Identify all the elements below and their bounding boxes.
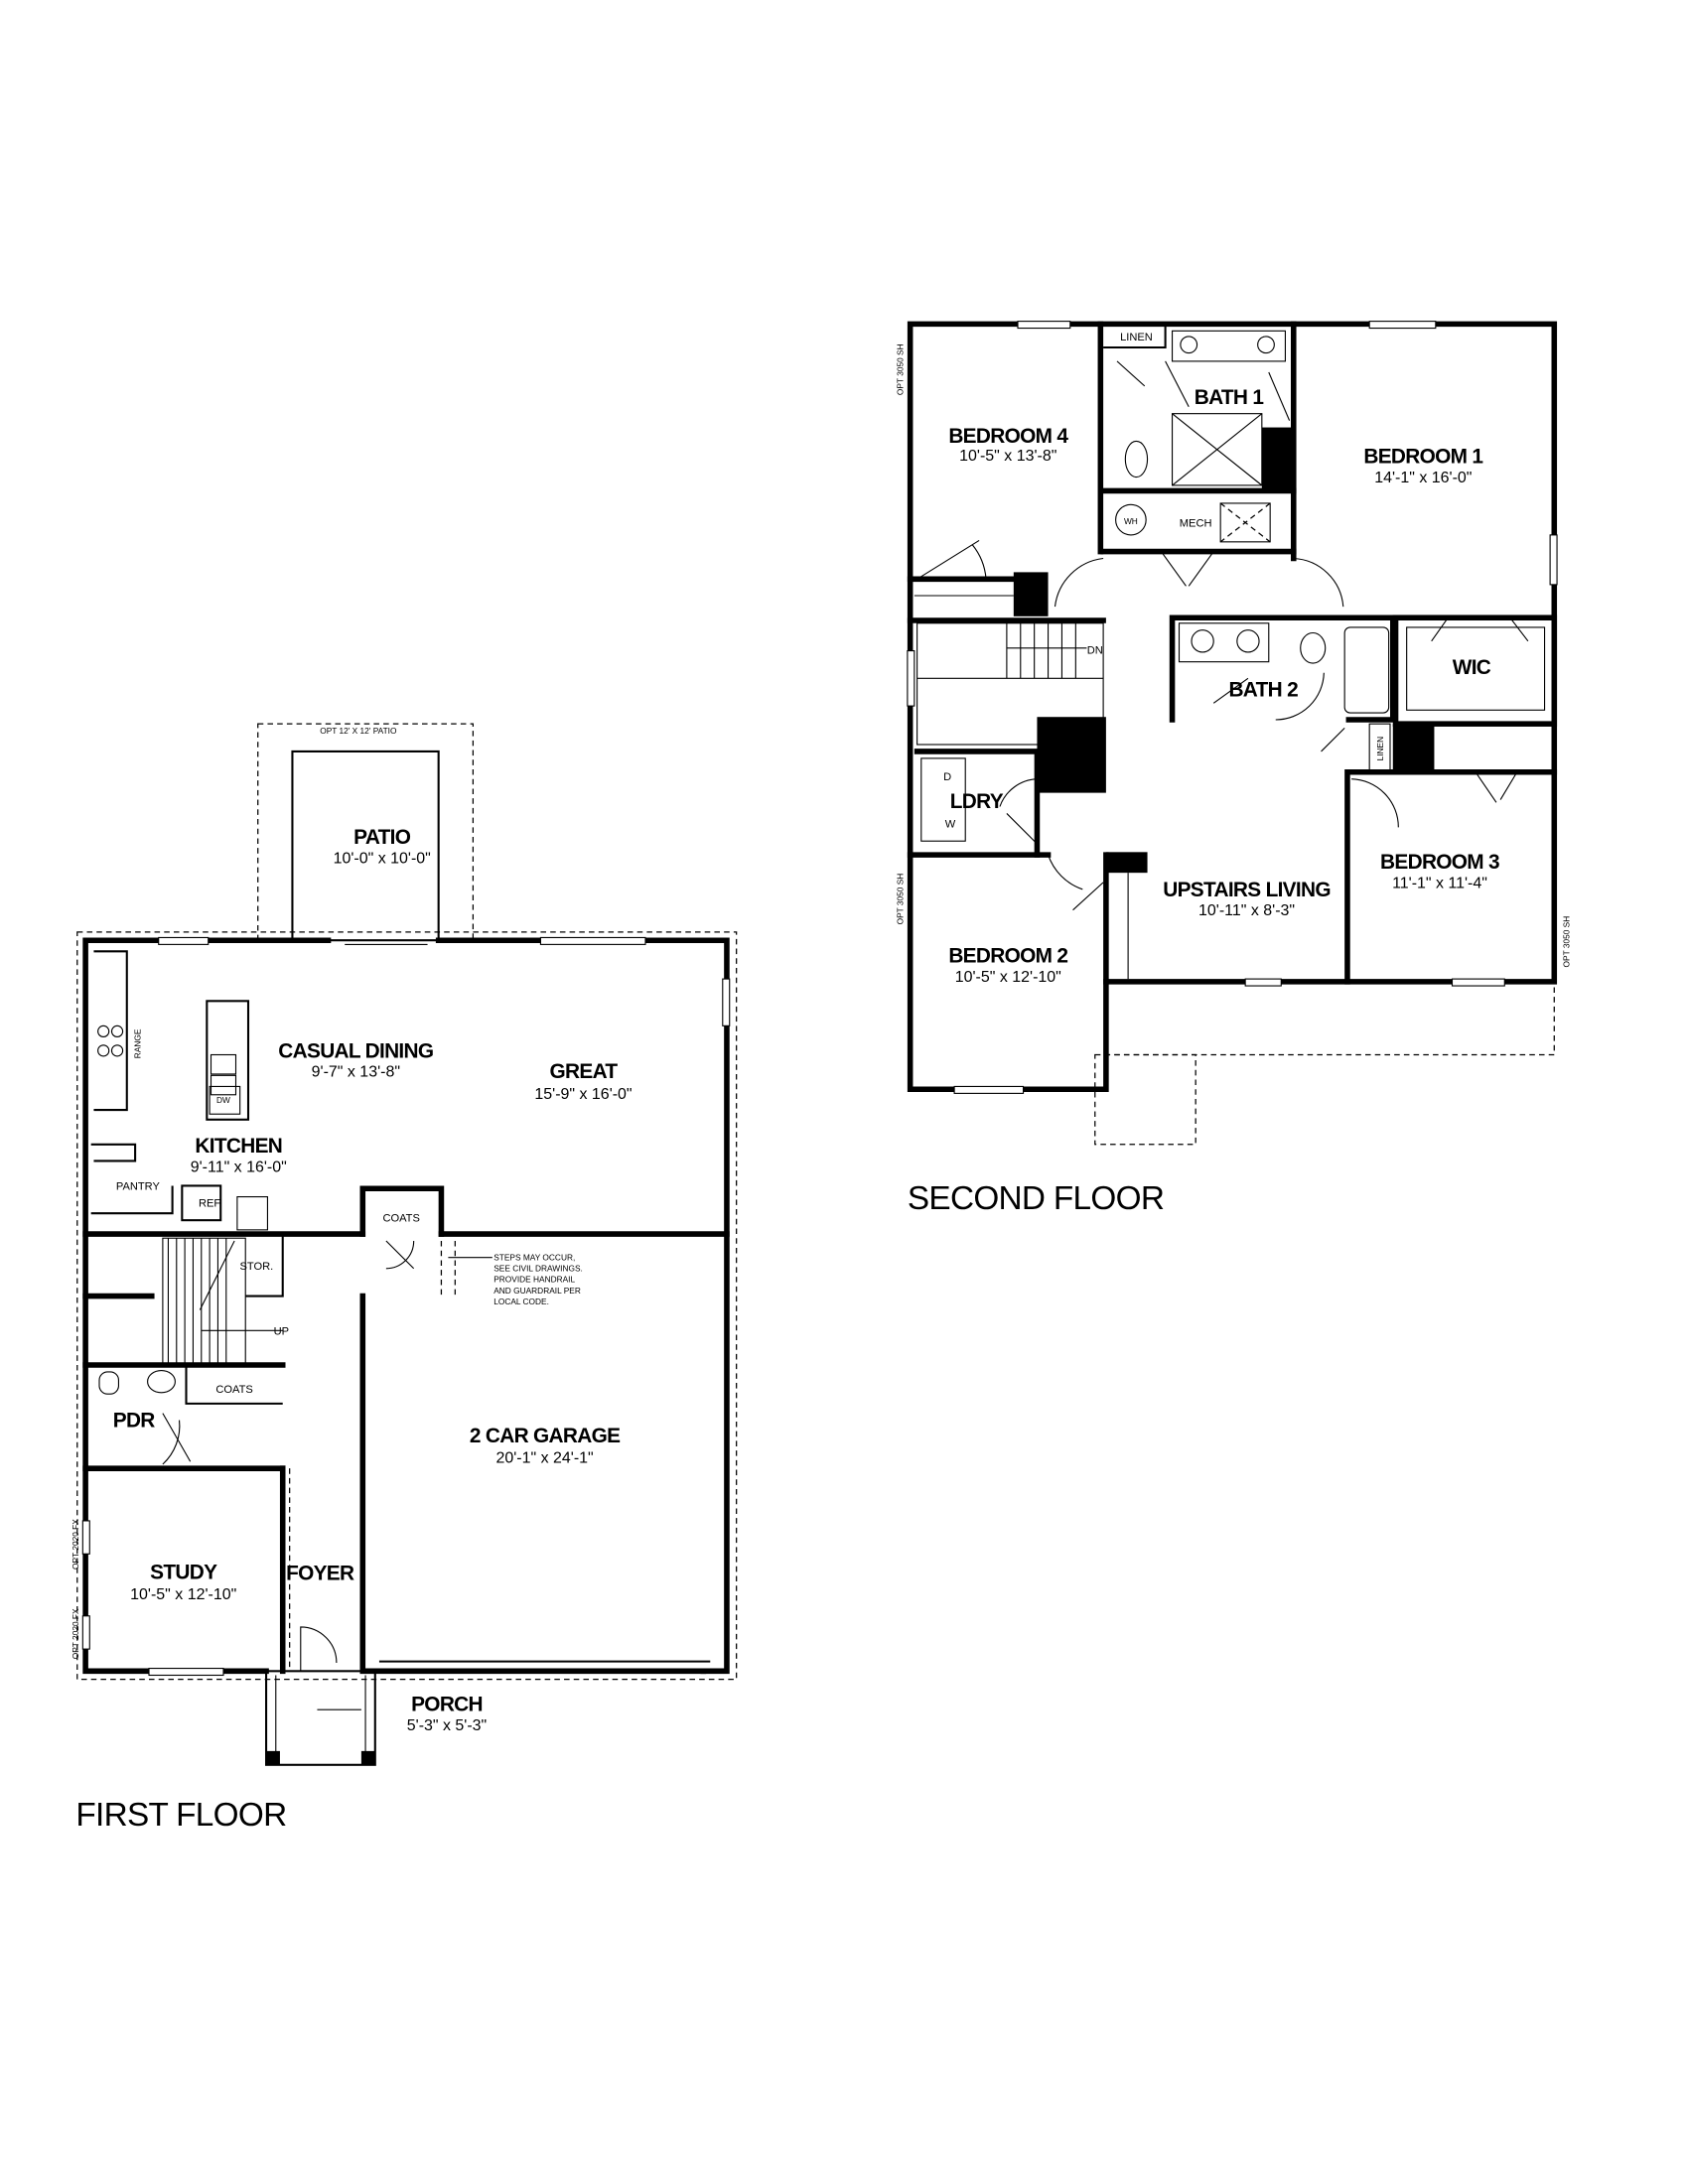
room-name-patio: PATIO (353, 826, 411, 849)
optional-patio-label: OPT 12' X 12' PATIO (320, 726, 397, 736)
room-dims-bedroom2: 10'-5" x 12'-10" (955, 969, 1061, 986)
room-dims-porch: 5'-3" x 5'-3" (407, 1717, 487, 1734)
svg-text:STEPS MAY OCCUR,: STEPS MAY OCCUR, (493, 1252, 575, 1262)
stairs (82, 1237, 283, 1366)
range-label: RANGE (133, 1028, 143, 1058)
ref-label: REF (199, 1197, 220, 1209)
steps-note: STEPS MAY OCCUR, SEE CIVIL DRAWINGS. PRO… (493, 1252, 583, 1305)
svg-text:PROVIDE HANDRAIL: PROVIDE HANDRAIL (493, 1275, 575, 1285)
optional-window-label: OPT 3050 SH (896, 874, 906, 925)
room-name-bedroom3: BEDROOM 3 (1380, 851, 1499, 874)
optional-window-label: OPT 3050 SH (1562, 916, 1572, 968)
second-floor-plan: LINEN WH MECH DN (896, 321, 1572, 1217)
room-dims-bedroom1: 14'-1" x 16'-0" (1374, 470, 1472, 486)
room-dims-bedroom4: 10'-5" x 13'-8" (959, 448, 1056, 465)
pantry-label: PANTRY (116, 1181, 161, 1193)
refrigerator (181, 1184, 222, 1222)
room-dims-patio: 10'-0" x 10'-0" (334, 850, 431, 867)
room-name-foyer: FOYER (286, 1563, 354, 1585)
room-name-bedroom2: BEDROOM 2 (948, 944, 1067, 967)
porch (265, 1626, 376, 1766)
patio-outline (291, 750, 440, 941)
room-dims-casual-dining: 9'-7" x 13'-8" (312, 1064, 400, 1081)
room-name-bedroom4: BEDROOM 4 (948, 425, 1068, 448)
water-heater-label: WH (1124, 516, 1138, 526)
room-dims-great: 15'-9" x 16'-0" (534, 1086, 632, 1103)
room-name-bath2: BATH 2 (1228, 678, 1298, 701)
dishwasher-label: DW (216, 1095, 230, 1105)
storage-label: STOR. (239, 1261, 273, 1273)
room-dims-bedroom3: 11'-1" x 11'-4" (1392, 875, 1487, 891)
optional-window-label: OPT 2020 FX (70, 1519, 80, 1570)
exterior-wall (907, 321, 1558, 1092)
room-name-great: GREAT (550, 1060, 619, 1083)
second-floor-title: SECOND FLOOR (908, 1180, 1164, 1217)
exterior-wall (435, 937, 730, 1675)
first-floor-plan: OPT 12' X 12' PATIO RANGE DW PANTRY REF (70, 723, 738, 1834)
washer-label: W (945, 818, 956, 830)
room-dims-garage: 20'-1" x 24'-1" (496, 1450, 594, 1467)
room-name-ldry: LDRY (950, 790, 1004, 813)
room-name-pdr: PDR (113, 1410, 156, 1433)
room-name-bath1: BATH 1 (1195, 386, 1264, 409)
optional-patio-outline (257, 723, 475, 941)
linen-label: LINEN (1375, 737, 1385, 761)
stairs-down-label: DN (1087, 644, 1103, 656)
room-name-garage: 2 CAR GARAGE (470, 1425, 621, 1447)
svg-text:LOCAL CODE.: LOCAL CODE. (493, 1297, 549, 1306)
room-name-kitchen: KITCHEN (195, 1135, 282, 1158)
room-dims-upstairs-living: 10'-11" x 8'-3" (1198, 902, 1295, 919)
room-name-porch: PORCH (411, 1694, 483, 1716)
mech-label: MECH (1180, 518, 1212, 530)
room-name-wic: WIC (1453, 656, 1491, 679)
linen-label: LINEN (1120, 332, 1153, 343)
room-name-casual-dining: CASUAL DINING (278, 1039, 433, 1062)
stairs-up-label: UP (274, 1325, 289, 1337)
room-name-upstairs-living: UPSTAIRS LIVING (1163, 879, 1331, 901)
foundation-outline (76, 931, 738, 1681)
kitchen-counter (93, 950, 128, 1112)
coats-label: COATS (382, 1213, 419, 1225)
svg-text:SEE CIVIL DRAWINGS.: SEE CIVIL DRAWINGS. (493, 1264, 583, 1274)
dryer-label: D (943, 771, 951, 783)
coats-label: COATS (215, 1384, 252, 1396)
room-dims-study: 10'-5" x 12'-10" (130, 1586, 236, 1603)
room-dims-kitchen: 9'-11" x 16'-0" (191, 1160, 287, 1176)
first-floor-title: FIRST FLOOR (75, 1797, 286, 1834)
optional-window-label: OPT 2020 FX (70, 1608, 80, 1659)
svg-text:AND GUARDRAIL PER: AND GUARDRAIL PER (493, 1286, 581, 1296)
room-name-study: STUDY (150, 1561, 217, 1583)
room-name-bedroom1: BEDROOM 1 (1363, 446, 1482, 469)
stairs (907, 617, 1106, 793)
optional-window-label: OPT 3050 SH (896, 343, 906, 395)
